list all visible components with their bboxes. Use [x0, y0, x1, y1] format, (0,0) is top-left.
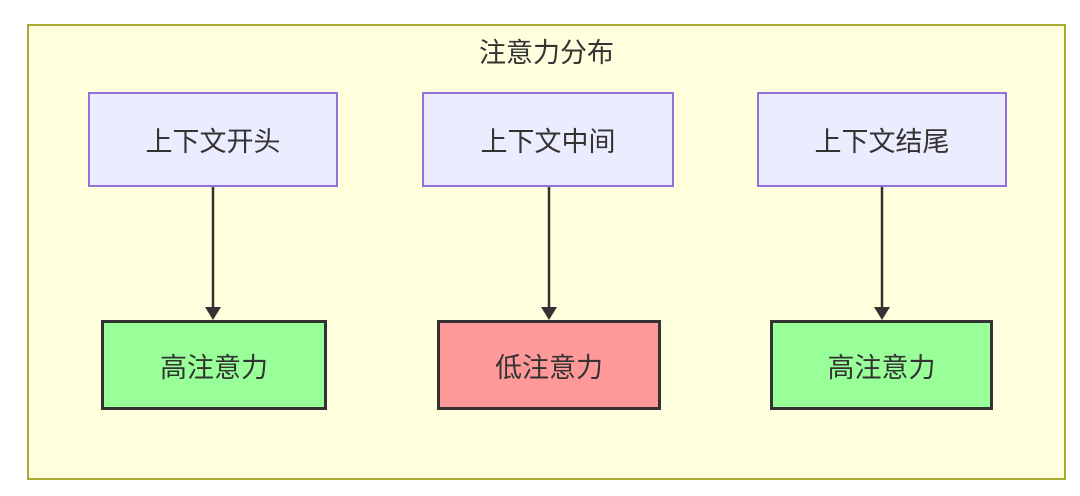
arrowhead-context-start: [205, 307, 221, 320]
node-context-middle: 上下文中间: [422, 92, 674, 187]
node-low-attention-middle: 低注意力: [437, 320, 661, 410]
node-high-attention-right: 高注意力: [770, 320, 993, 410]
node-context-start: 上下文开头: [88, 92, 338, 187]
node-high-attention-left: 高注意力: [101, 320, 327, 410]
node-context-end: 上下文结尾: [757, 92, 1007, 187]
diagram-title: 注意力分布: [479, 38, 614, 68]
attention-distribution-container: 注意力分布 上下文开头 上下文中间 上下文结尾 高注意力 低注意力 高注意力: [27, 24, 1066, 480]
arrowhead-context-end: [874, 307, 890, 320]
arrowhead-context-middle: [541, 307, 557, 320]
